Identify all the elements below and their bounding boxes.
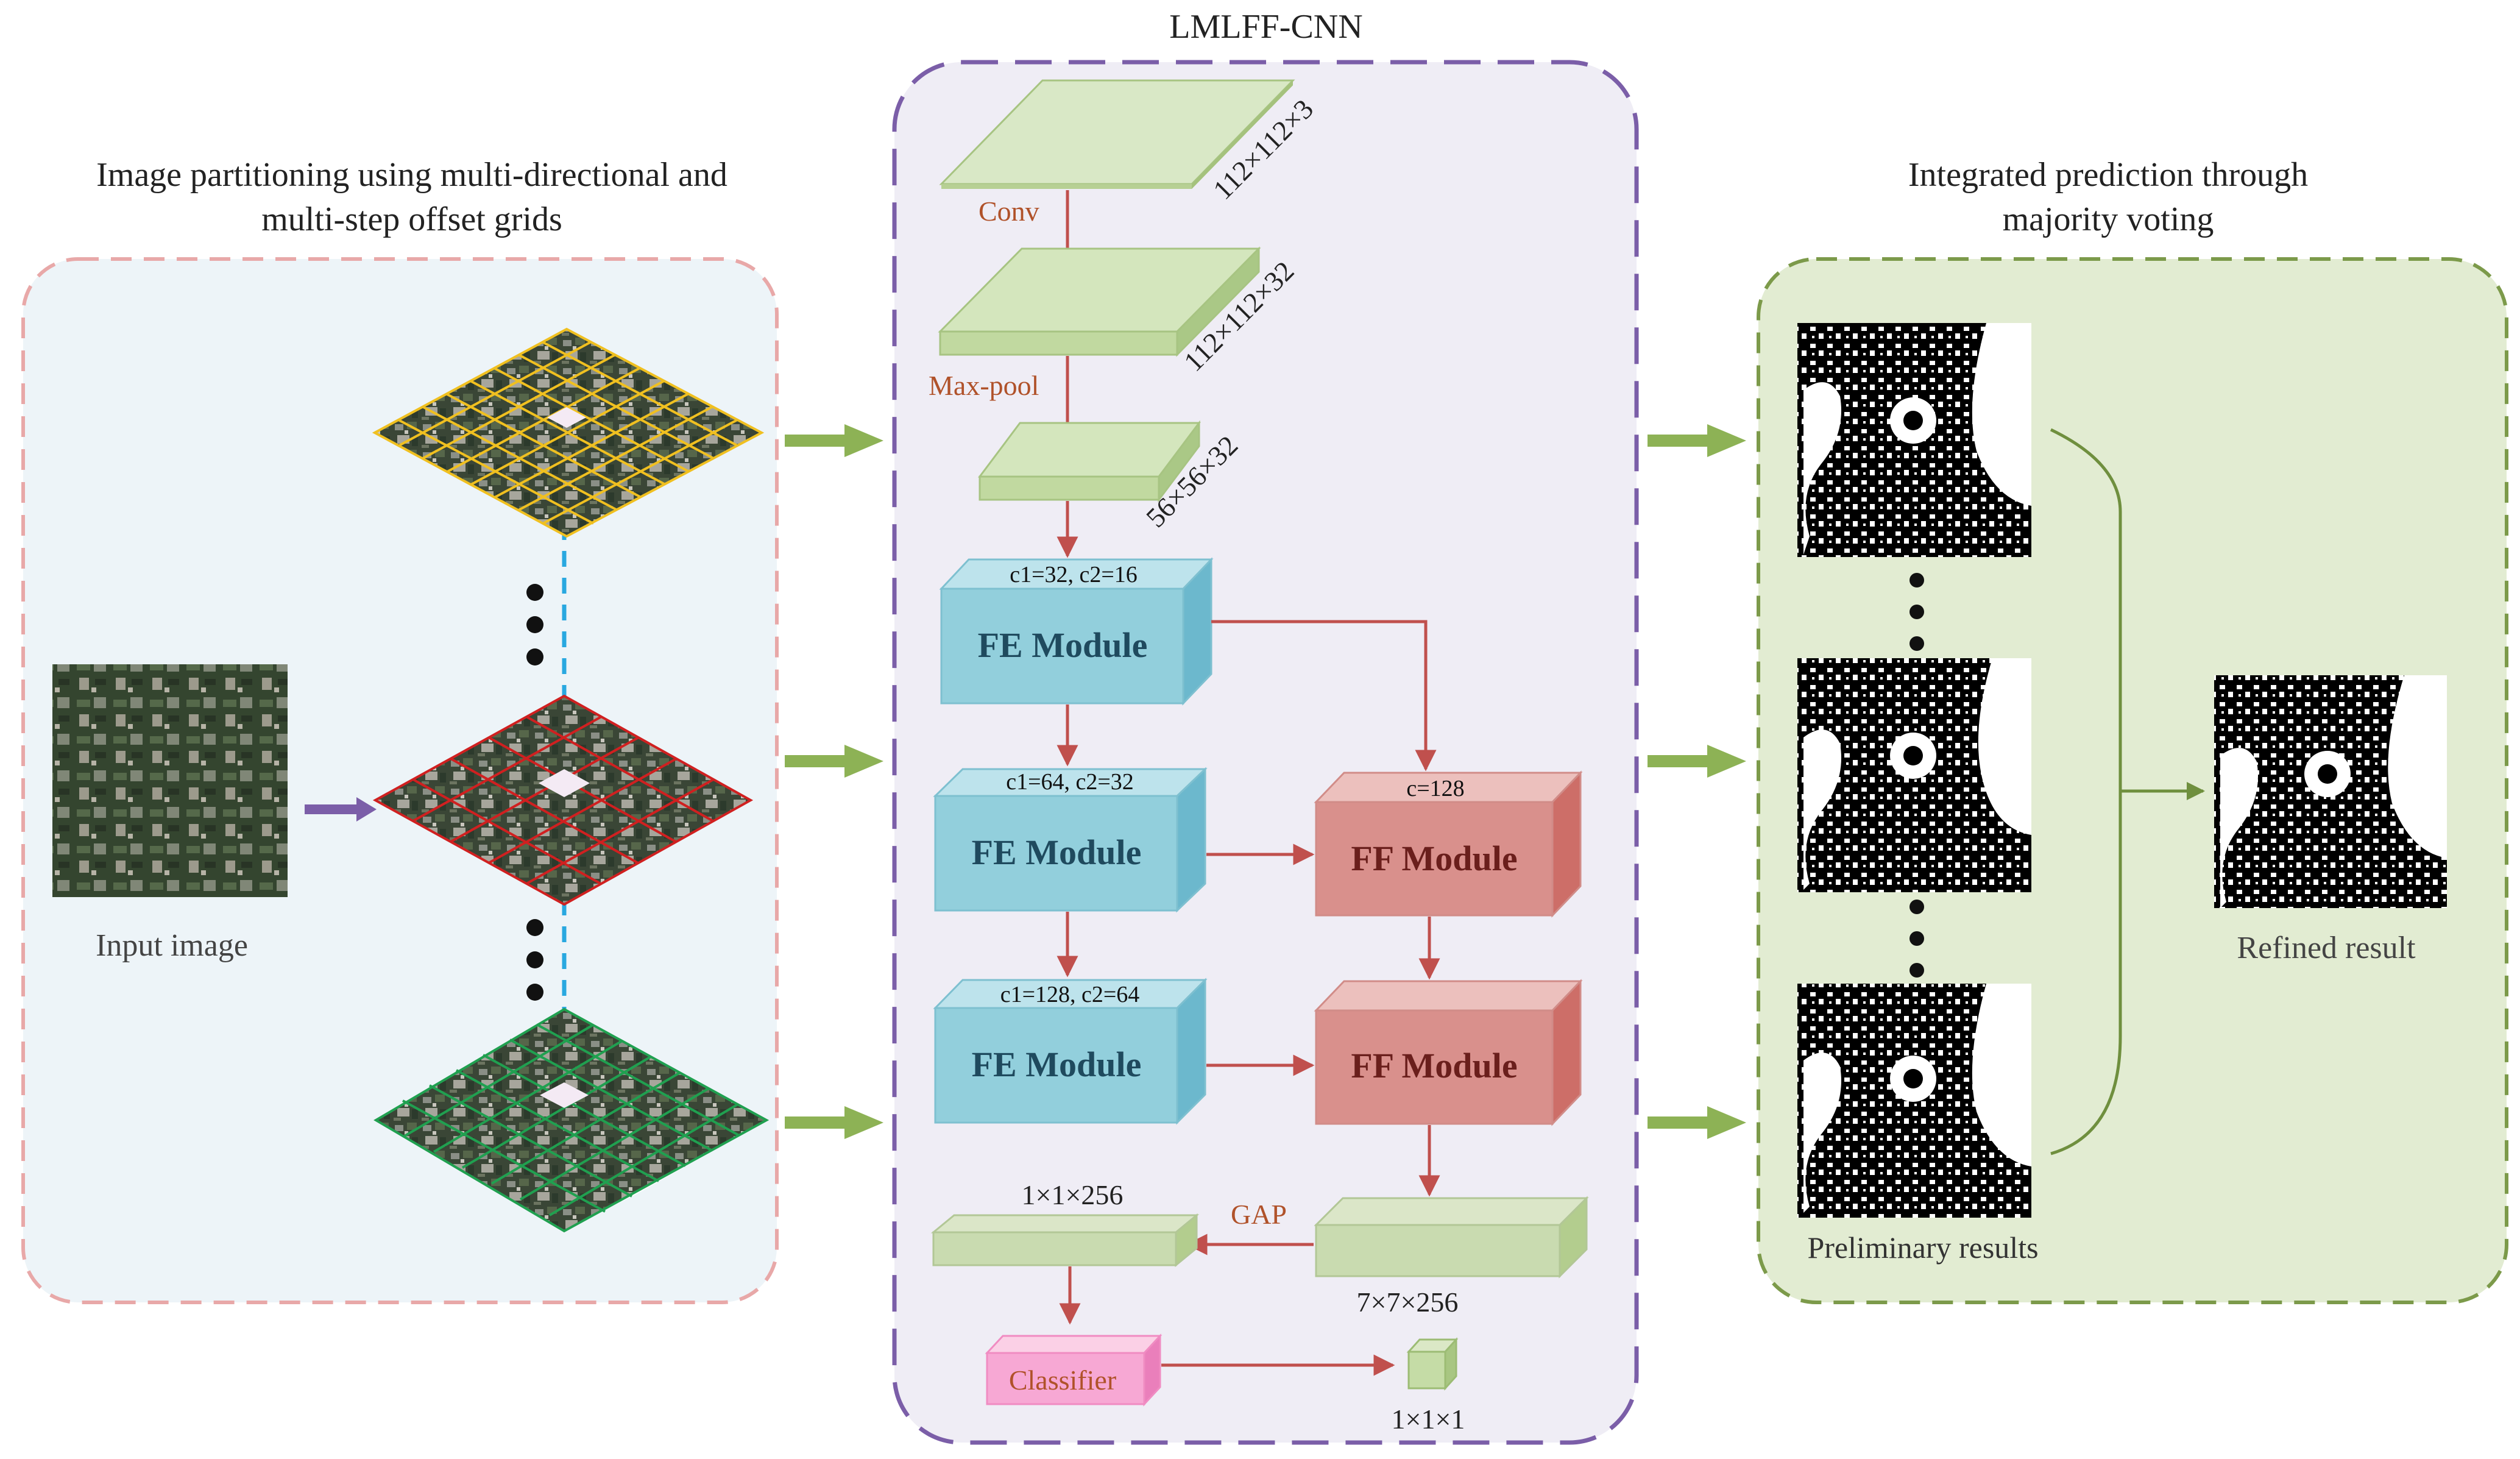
preliminary-results-label: Preliminary results [1807, 1230, 2038, 1265]
ff-module-2-label: FF Module [1351, 1046, 1517, 1085]
ellipsis-dot [1909, 931, 1924, 946]
fe-module-2-label: FE Module [972, 832, 1142, 872]
conv-label: Conv [979, 196, 1039, 227]
dim-label-1x1x256: 1×1×256 [1022, 1179, 1124, 1210]
right-panel: Integrated prediction through majority v… [1757, 156, 2508, 1304]
ellipsis-dot [1909, 963, 1924, 978]
center-panel: LMLFF-CNN 112×112×3 Conv 112×112×32 Max-… [892, 8, 1639, 1445]
grid-tile-green [373, 1007, 770, 1233]
conv-output-block [938, 246, 1261, 357]
grid-tile-yellow [372, 327, 765, 538]
output-cube [1406, 1337, 1459, 1391]
fe-module-3-label: FE Module [972, 1045, 1142, 1084]
left-panel-title-line1: Image partitioning using multi-direction… [96, 156, 727, 194]
fe-module-2 [933, 767, 1208, 913]
ellipsis-dot [526, 648, 543, 666]
ff-module-1 [1314, 770, 1583, 918]
input-arrow-head [356, 797, 377, 822]
flow-arrows-left [785, 424, 883, 1139]
maxpool-label: Max-pool [929, 370, 1039, 401]
ellipsis-dot [526, 584, 543, 601]
dim-label-7x7x256: 7×7×256 [1357, 1287, 1459, 1318]
classifier-label: Classifier [1009, 1365, 1116, 1396]
ff-module-2 [1314, 979, 1583, 1126]
pool-output-block [978, 420, 1201, 503]
gap-label: GAP [1231, 1199, 1287, 1230]
ellipsis-dot [526, 951, 543, 968]
flow-arrows-right [1648, 424, 1746, 1139]
left-panel-title-line2: multi-step offset grids [261, 201, 562, 238]
dim-label-1x1x1: 1×1×1 [1392, 1404, 1465, 1435]
ellipsis-dot [1909, 636, 1924, 651]
preliminary-result-image [1797, 984, 2031, 1218]
ff-module-1-label: FF Module [1351, 839, 1517, 878]
ellipsis-dot [526, 984, 543, 1001]
right-panel-title-line1: Integrated prediction through [1908, 156, 2308, 194]
input-layer-block [939, 79, 1295, 189]
refined-result-label: Refined result [2237, 931, 2416, 965]
left-panel: Image partitioning using multi-direction… [21, 156, 779, 1304]
fe-module-1-label: FE Module [978, 625, 1148, 665]
preliminary-result-image [1797, 323, 2031, 557]
ff-output-block [1314, 1196, 1589, 1279]
ellipsis-dot [526, 616, 543, 633]
grid-tile-red [372, 694, 754, 906]
arrow-fe1-to-ff1 [1211, 620, 1437, 772]
ff-module-1-params: c=128 [1406, 776, 1464, 801]
input-image [52, 664, 288, 897]
classifier-block [985, 1333, 1163, 1407]
center-panel-title: LMLFF-CNN [1169, 8, 1362, 46]
fe-module-1-params: c1=32, c2=16 [1010, 562, 1138, 588]
ellipsis-dot [526, 919, 543, 936]
refined-result-image [2214, 675, 2447, 908]
ellipsis-dot [1909, 573, 1924, 588]
preliminary-result-image [1797, 658, 2031, 892]
fe-module-2-params: c1=64, c2=32 [1006, 769, 1134, 795]
gap-output-block [930, 1213, 1200, 1268]
input-image-label: Input image [96, 928, 248, 963]
right-panel-title-line2: majority voting [2003, 201, 2214, 238]
voting-brace [2050, 428, 2122, 1155]
fe-module-3 [933, 978, 1208, 1125]
ellipsis-dot [1909, 605, 1924, 619]
fe-module-1 [939, 557, 1214, 706]
fe-module-3-params: c1=128, c2=64 [1000, 982, 1140, 1007]
ellipsis-dot [1909, 900, 1924, 914]
